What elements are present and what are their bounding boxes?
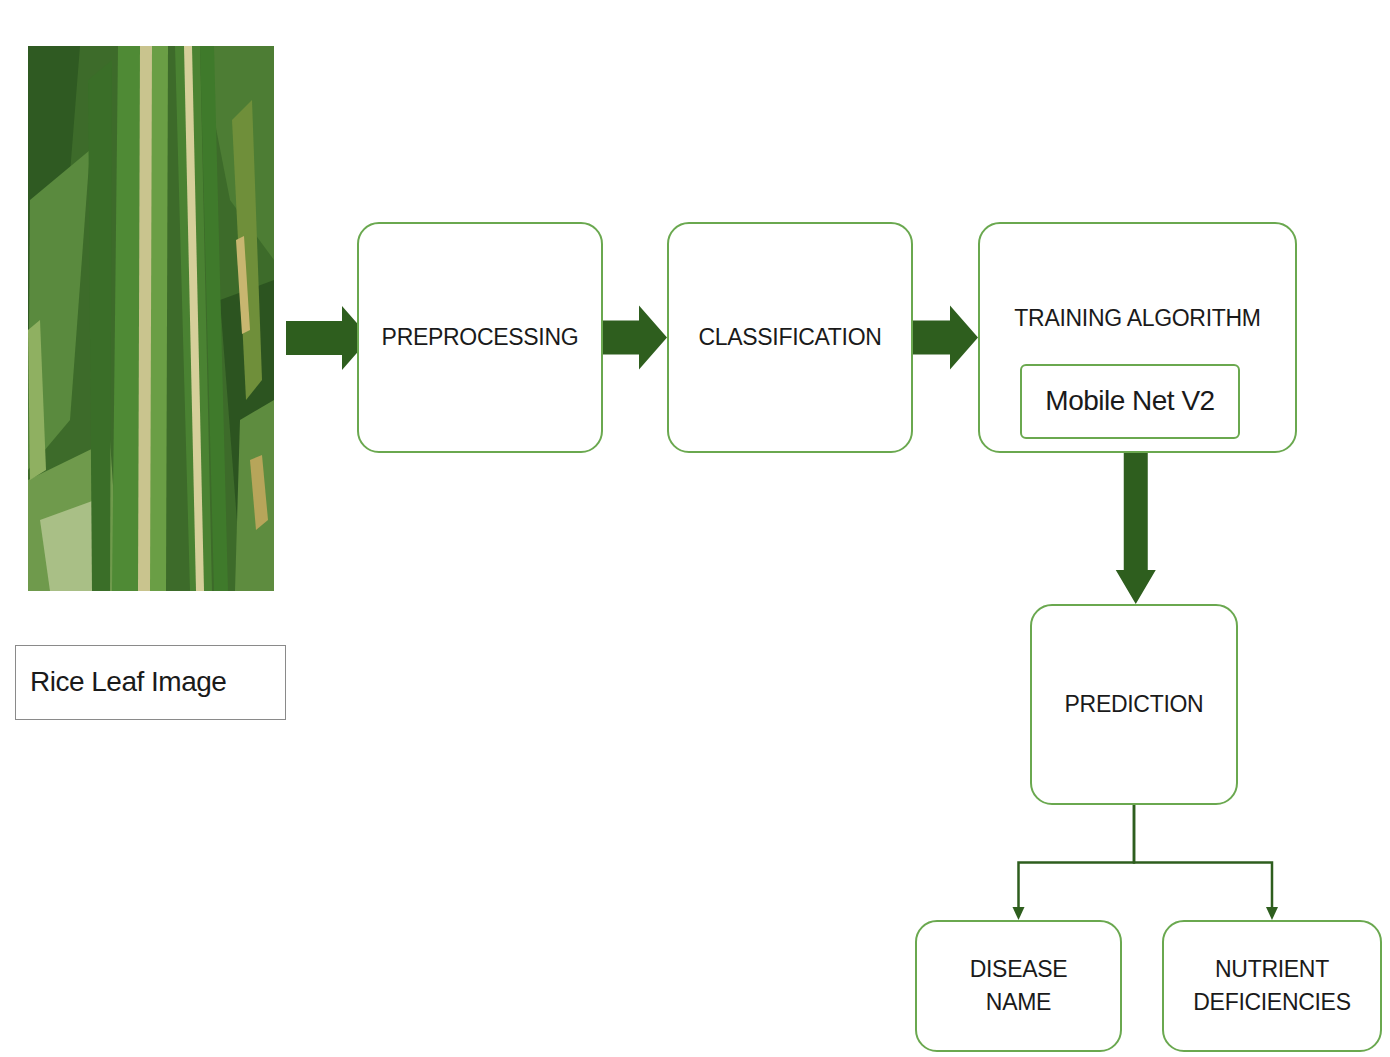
split-connector xyxy=(1134,805,1278,920)
connector-line xyxy=(1134,805,1272,907)
node-label: PREDICTION xyxy=(1065,688,1204,721)
process-box: PREDICTION xyxy=(1030,604,1238,805)
process-box: PREPROCESSING xyxy=(357,222,603,453)
process-box: TRAINING ALGORITHM Mobile Net V2 xyxy=(978,222,1297,453)
split-connector xyxy=(1013,805,1135,920)
connector-line xyxy=(1019,805,1135,907)
output-box: DISEASE NAME xyxy=(915,920,1122,1052)
node-label: Rice Leaf Image xyxy=(30,662,226,703)
output-box: NUTRIENT DEFICIENCIES xyxy=(1162,920,1382,1052)
node-label: PREPROCESSING xyxy=(382,321,579,354)
node-label: CLASSIFICATION xyxy=(698,321,881,354)
arrowhead xyxy=(1266,907,1278,920)
block-arrow xyxy=(603,306,667,370)
block-arrow xyxy=(913,306,978,370)
process-box: CLASSIFICATION xyxy=(667,222,913,453)
node-label: DISEASE NAME xyxy=(954,953,1084,1020)
node-label: NUTRIENT DEFICIENCIES xyxy=(1182,953,1362,1020)
block-arrow xyxy=(1116,453,1156,604)
caption-box: Rice Leaf Image xyxy=(15,645,286,720)
model-box: Mobile Net V2 xyxy=(1020,364,1240,439)
rice-leaf-photo xyxy=(28,46,274,591)
arrowhead xyxy=(1013,907,1025,920)
node-label: TRAINING ALGORITHM xyxy=(1014,302,1260,335)
node-label: Mobile Net V2 xyxy=(1045,381,1214,422)
